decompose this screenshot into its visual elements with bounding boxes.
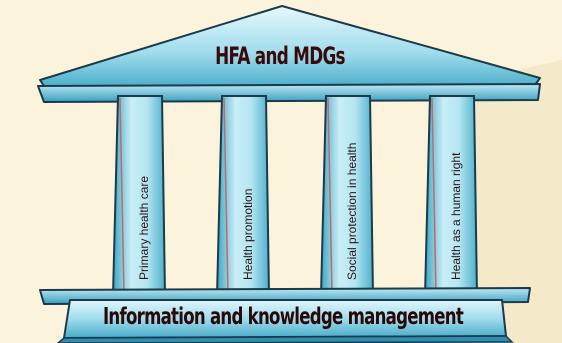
roof — [37, 5, 541, 103]
pillar-label-human-right: Health as a human right — [449, 152, 463, 280]
pillar-label-health-promotion: Health promotion — [241, 188, 255, 280]
pillar-label-social-protection: Social protection in health — [345, 142, 359, 280]
pillars — [111, 95, 479, 297]
roof-title: HFA and MDGs — [215, 42, 345, 70]
pillar-label-primary-health-care: Primary health care — [137, 175, 151, 280]
base — [39, 287, 531, 343]
base-title: Information and knowledge management — [102, 304, 464, 330]
